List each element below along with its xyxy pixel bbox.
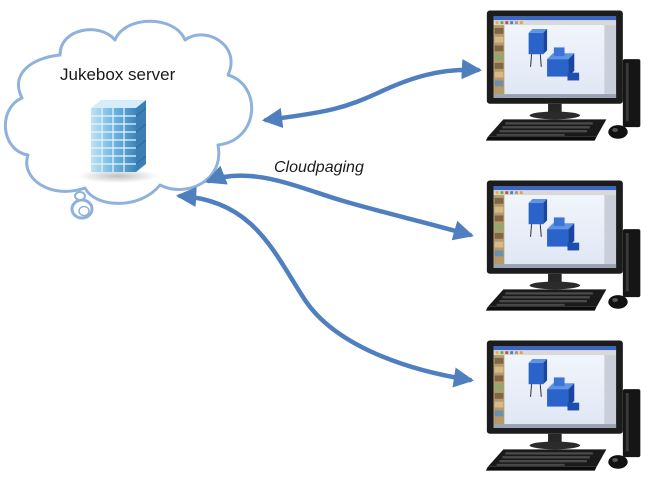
client-workstation-2 <box>485 180 641 312</box>
connection-arrow-3 <box>175 186 475 388</box>
connection-arrow-2 <box>205 165 474 241</box>
client-workstation-1 <box>485 10 641 142</box>
connection-arrow-1 <box>261 59 483 129</box>
cloudpaging-label: Cloudpaging <box>274 159 364 176</box>
client-workstation-3 <box>485 340 641 472</box>
server-label: Jukebox server <box>60 65 176 84</box>
server-rack-icon <box>78 100 158 183</box>
